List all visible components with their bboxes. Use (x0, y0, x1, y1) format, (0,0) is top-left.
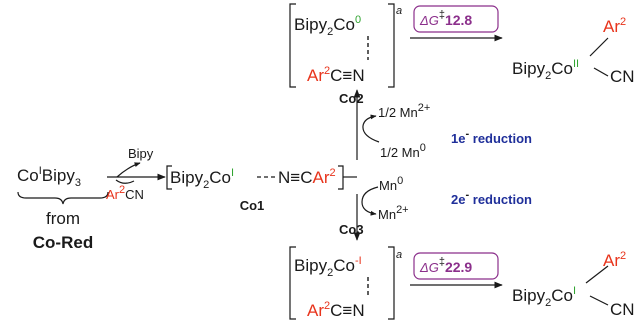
co1-formula: Bipy2CoI (170, 167, 234, 191)
co3-right-bracket (388, 246, 395, 320)
nitrile-reagent: Ar2CN (106, 184, 144, 202)
co2-footnote: a (396, 5, 402, 17)
co3-complex: a Bipy2Co-I Ar2C≡N (289, 246, 402, 320)
bipy-loss-curve (116, 162, 141, 178)
co2-barrier-text: ΔG‡12.8 (419, 9, 472, 28)
ligand-exchange-arrow: Bipy Ar2CN (106, 146, 166, 202)
start-co: Co (17, 166, 39, 185)
co3-footnote: a (396, 249, 402, 261)
co3-barrier-text: ΔG‡22.9 (419, 256, 472, 275)
co1-complex: Bipy2CoI N≡CAr2 Co1 (166, 165, 344, 213)
start-oxidation-state: I (39, 165, 42, 177)
nitrile-add-curve (115, 179, 135, 184)
co3-barrier-box (413, 252, 499, 280)
co3-product: Bipy2CoI Ar2 CN (512, 250, 635, 319)
branch-arrows (353, 89, 380, 241)
co2-product-cobalt: Bipy2CoII (512, 58, 579, 82)
lower-mn-in: Mn0 (379, 175, 403, 193)
co3-nitrile-fragment: Ar2C≡N (307, 300, 365, 320)
co2-left-bracket (289, 3, 296, 88)
start-underbrace (17, 191, 109, 205)
co2-barrier-box (413, 5, 499, 33)
co2-label: Co2 (339, 91, 364, 106)
upper-reduction-label: 1e- reduction (451, 128, 532, 146)
start-ligand: Bipy (42, 166, 76, 185)
start-ligand-count: 3 (75, 177, 81, 189)
co3-product-cn-bond (589, 295, 609, 306)
co1-label: Co1 (240, 198, 265, 213)
co2-barrier: ΔG‡12.8 (410, 5, 503, 42)
starting-complex: CoIBipy3 from Co-Red (17, 165, 109, 252)
lower-mn-out: Mn2+ (378, 204, 409, 222)
co3-cobalt-fragment: Bipy2Co-I (294, 255, 362, 279)
lower-mn-curve (361, 186, 379, 216)
bipy-lost-label: Bipy (128, 146, 154, 161)
co2-complex: a Bipy2Co0 Ar2C≡N (289, 3, 402, 88)
co2-product-cyanide: CN (610, 67, 635, 86)
co2-product: Bipy2CoII Ar2 CN (512, 16, 635, 86)
co1-right-bracket (338, 165, 344, 190)
co3-product-aryl: Ar2 (603, 250, 626, 270)
upper-mn-out: 1/2 Mn2+ (378, 102, 430, 120)
co2-nitrile-fragment: Ar2C≡N (307, 65, 365, 85)
co2-product-aryl: Ar2 (603, 16, 626, 36)
co3-label: Co3 (339, 222, 364, 237)
co2-cobalt-fragment: Bipy2Co0 (294, 14, 361, 38)
co3-left-bracket (289, 246, 296, 320)
co2-product-aryl-bond (589, 37, 609, 57)
co3-product-cobalt: Bipy2CoI (512, 285, 576, 309)
svg-text:CoIBipy3: CoIBipy3 (17, 165, 81, 189)
start-from-label: from (46, 209, 80, 228)
upper-mn-in: 1/2 Mn0 (380, 142, 426, 160)
co3-barrier: ΔG‡22.9 (410, 252, 503, 289)
start-source-label: Co-Red (33, 233, 93, 252)
co2-right-bracket (388, 3, 395, 88)
lower-reduction-label: 2e- reduction (451, 189, 532, 207)
co2-product-cn-bond (593, 67, 609, 77)
co3-product-aryl-bond (585, 265, 609, 284)
co3-product-cyanide: CN (610, 300, 635, 319)
co1-left-bracket (166, 165, 172, 190)
upper-mn-curve (362, 114, 380, 143)
co1-nitrile: N≡CAr2 (278, 167, 336, 187)
